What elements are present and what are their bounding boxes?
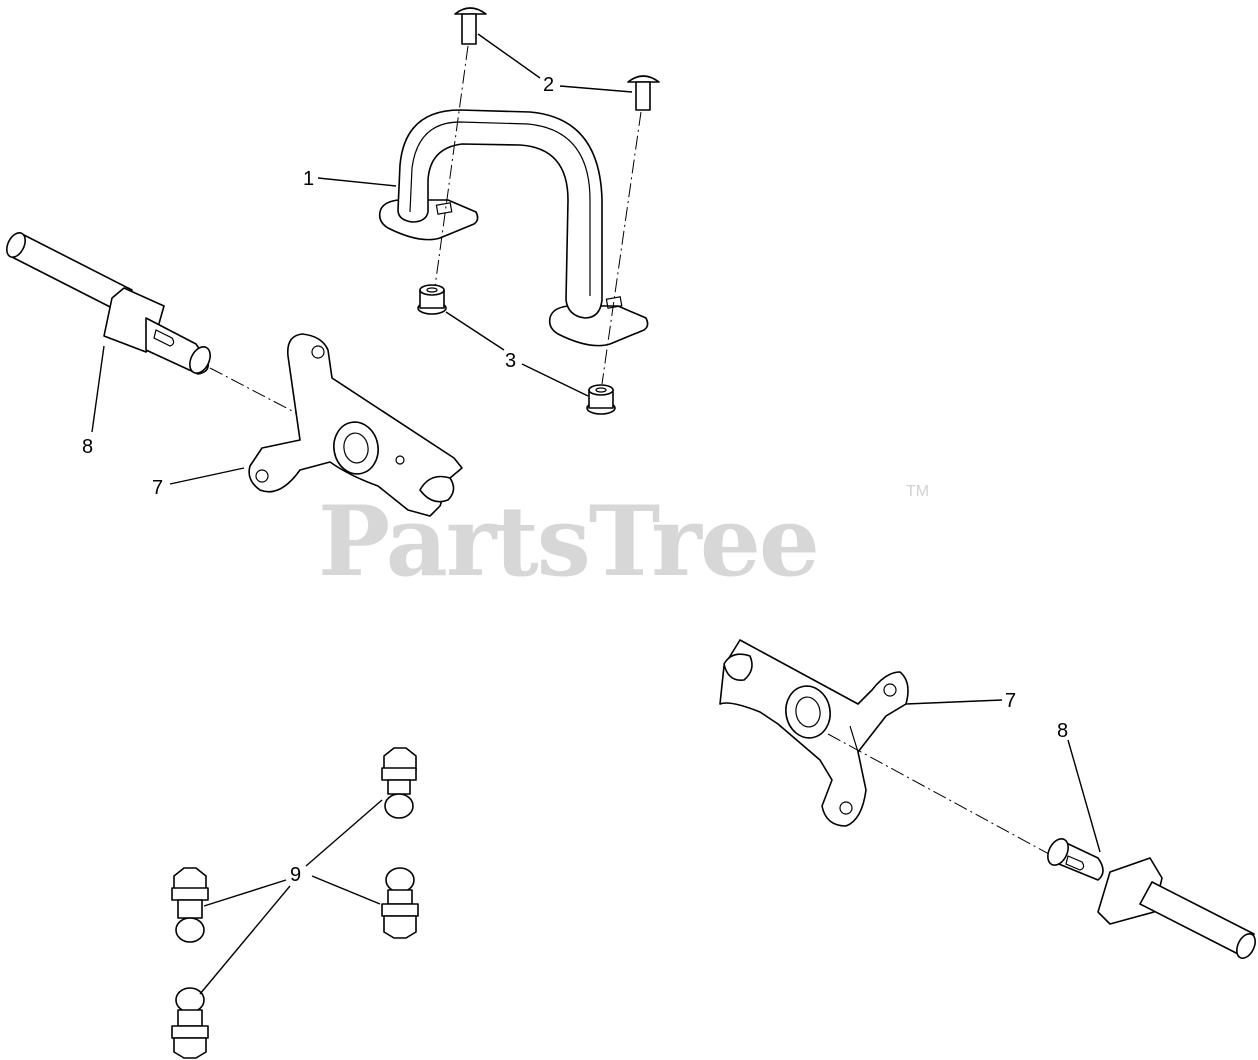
- flange-nut-part-3-top: [417, 284, 447, 315]
- u-handle-part-1: [378, 109, 649, 347]
- bracket-part-7-right: [719, 639, 909, 827]
- grease-fitting-part-9-top: [381, 747, 417, 819]
- watermark-tm: TM: [906, 483, 929, 500]
- leader-lines: [91, 33, 1101, 995]
- callout-1: 1: [303, 168, 314, 190]
- callout-3: 3: [505, 350, 516, 372]
- carriage-bolt-part-2-left: [454, 7, 487, 45]
- bolt-axis-right: [601, 111, 642, 385]
- pin-axis-right: [827, 733, 1061, 861]
- callout-8-left: 8: [82, 436, 93, 458]
- watermark-text: PartsTree: [318, 485, 818, 598]
- flange-nut-part-3-bottom: [586, 384, 616, 415]
- callout-9: 9: [290, 864, 301, 886]
- bracket-part-7-left: [248, 333, 463, 517]
- callout-7-left: 7: [152, 477, 163, 499]
- pivot-pin-part-8-left: [6, 232, 211, 375]
- pivot-pin-part-8-right: [1047, 838, 1256, 959]
- grease-fitting-part-9-left: [171, 867, 209, 943]
- bolt-axis-left: [433, 45, 469, 295]
- callout-8-right: 8: [1057, 720, 1068, 742]
- callout-2: 2: [543, 74, 554, 96]
- carriage-bolt-part-2-right: [627, 75, 660, 111]
- grease-fitting-part-9-bottom: [171, 987, 209, 1059]
- callout-7-right: 7: [1005, 690, 1016, 712]
- grease-fitting-part-9-right: [381, 867, 419, 939]
